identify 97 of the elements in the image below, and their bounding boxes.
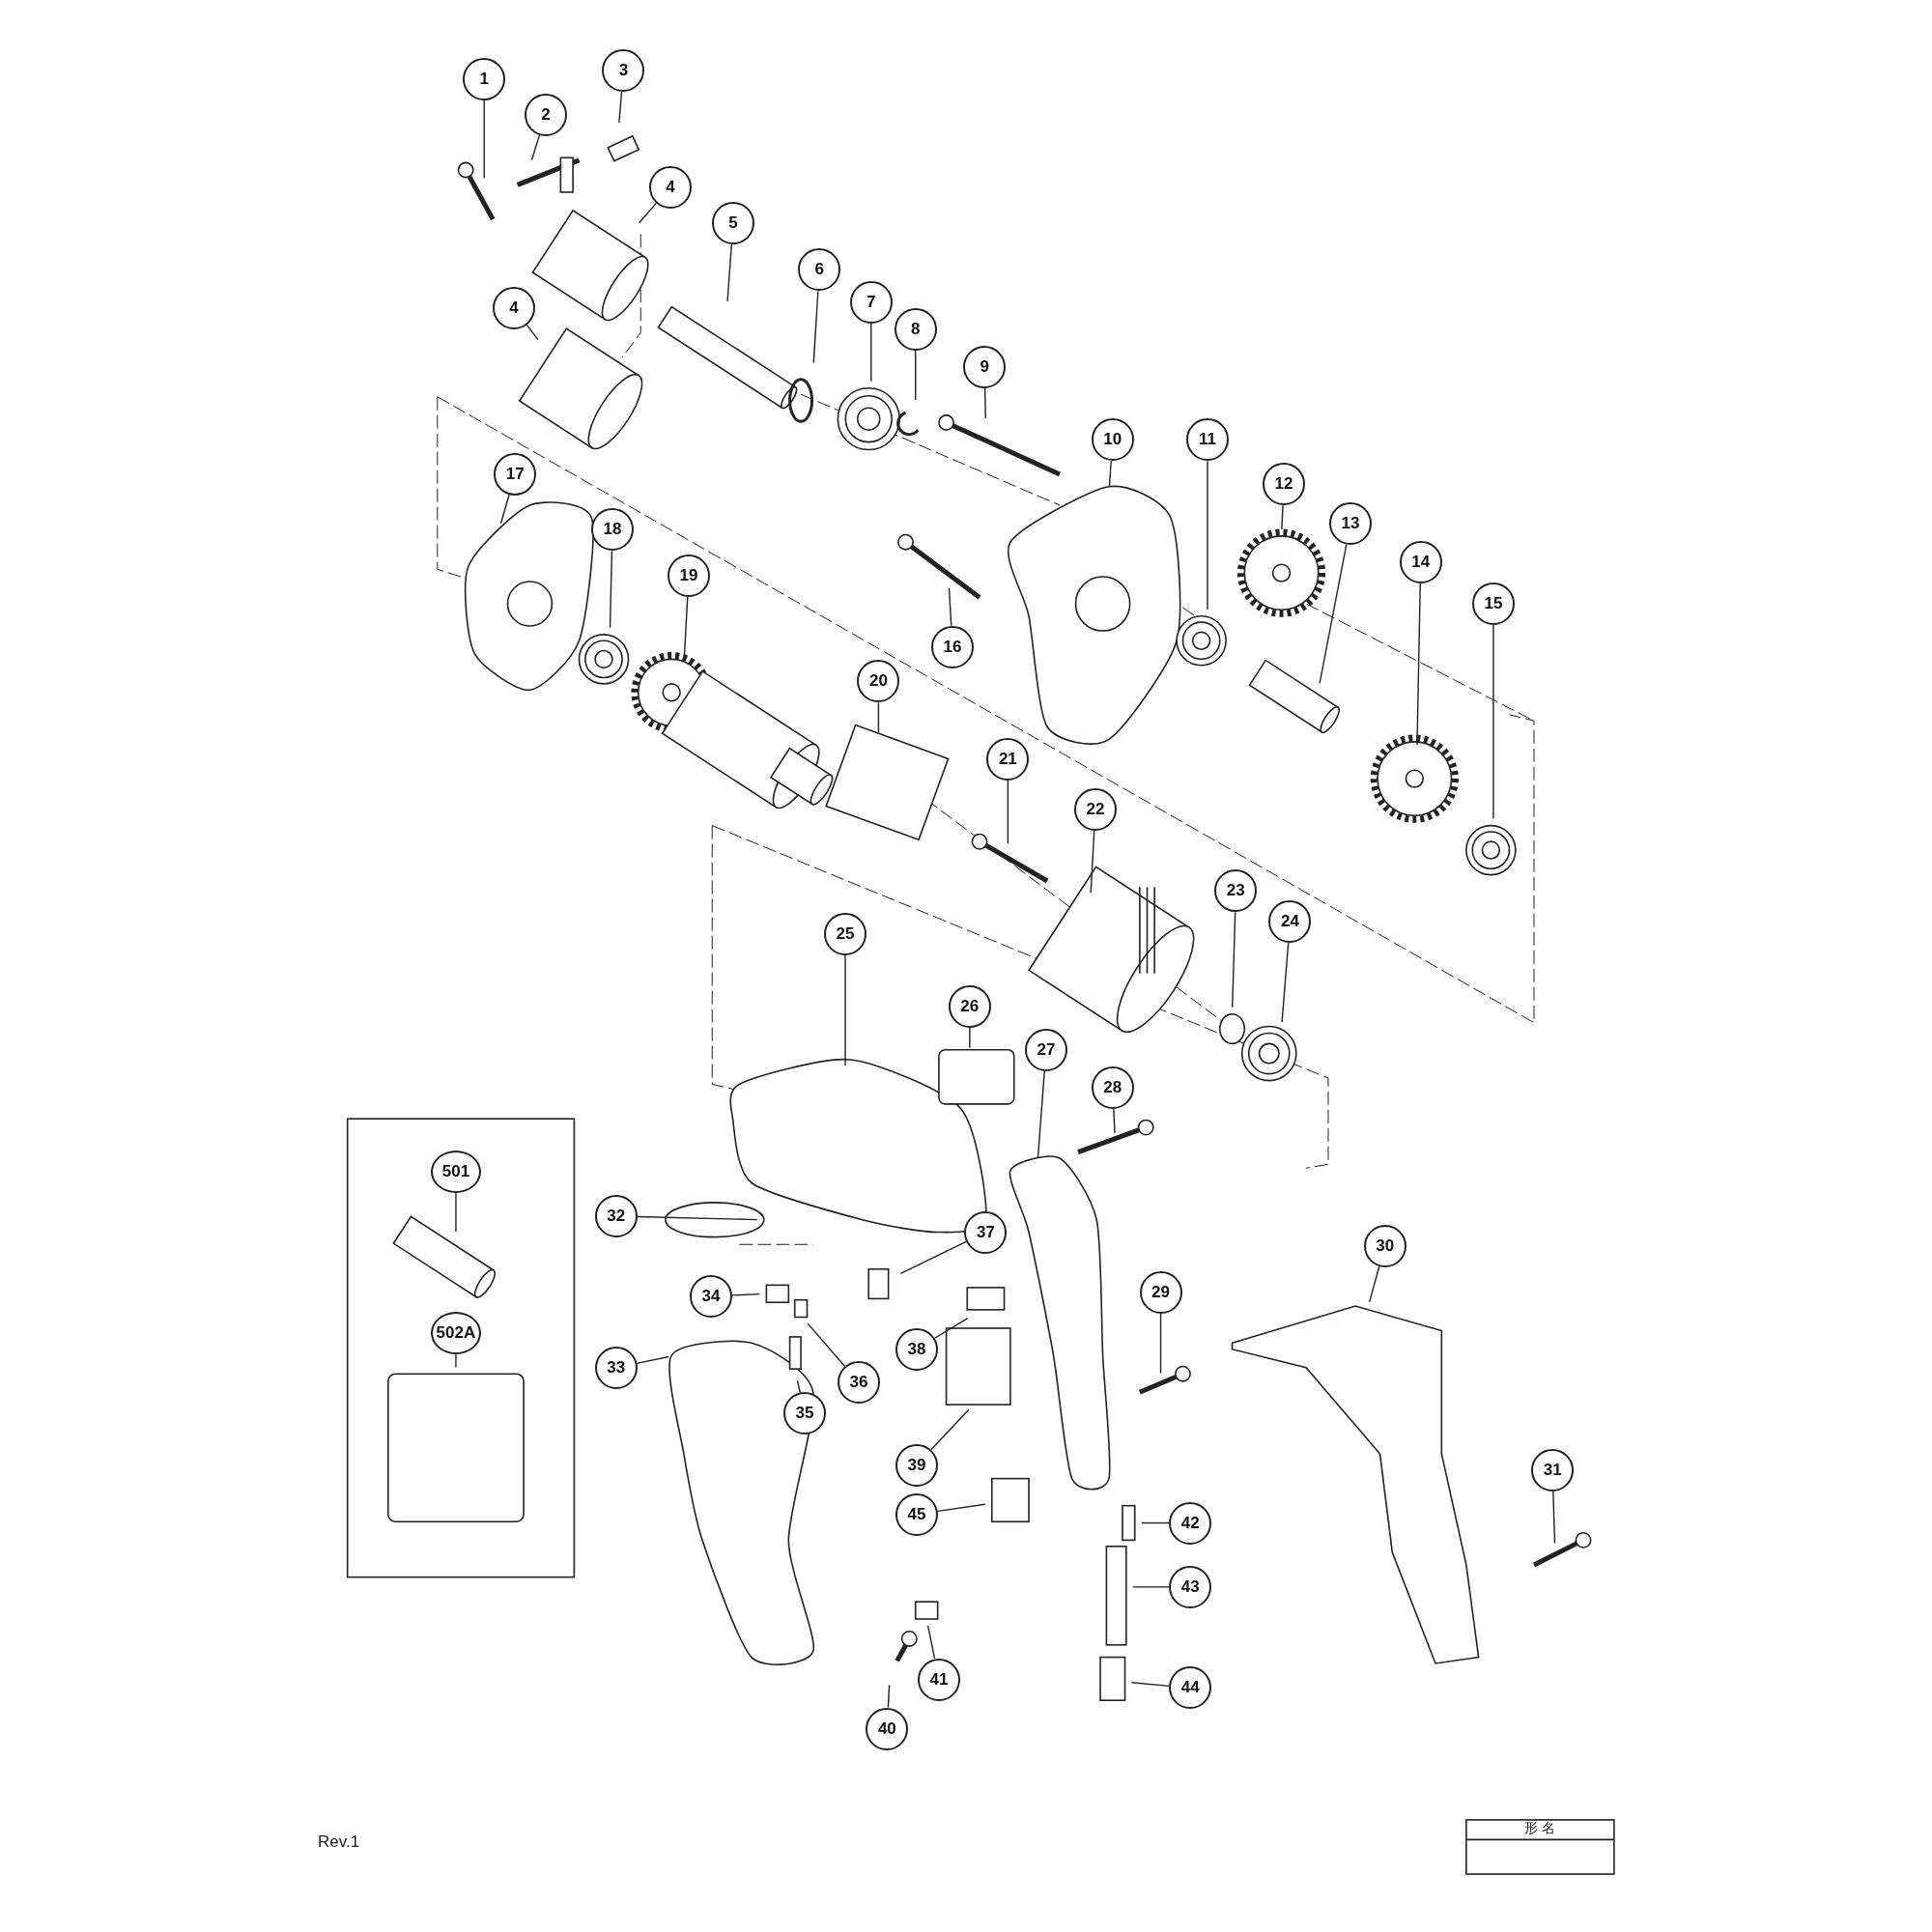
leader-line (937, 1503, 986, 1513)
leader-line (1141, 1521, 1170, 1524)
leader-line (636, 1355, 669, 1365)
callout-number: 34 (689, 1274, 732, 1318)
leader-line (638, 202, 658, 224)
callout-number: 1 (463, 57, 506, 100)
callout-number: 2 (525, 93, 568, 136)
callout-number: 33 (594, 1346, 638, 1389)
leader-line (1552, 1490, 1556, 1545)
leader-line (899, 1240, 968, 1275)
leader-line (1319, 544, 1348, 685)
leader-line (870, 322, 872, 383)
callout-number: 501 (430, 1151, 481, 1193)
callout-number: 502A (430, 1312, 481, 1355)
leader-line (637, 1215, 758, 1221)
leader-line (887, 1684, 891, 1709)
leader-line (1132, 1586, 1170, 1588)
callout-number: 36 (838, 1361, 880, 1405)
leader-line (609, 550, 613, 629)
leader-line (1281, 504, 1284, 530)
leader-line (726, 243, 733, 302)
callout-number: 43 (1169, 1565, 1212, 1608)
leader-line (526, 324, 539, 341)
leader-line (1130, 1682, 1170, 1688)
callout-number: 13 (1328, 502, 1372, 546)
leader-line (1492, 624, 1494, 820)
callout-number: 15 (1471, 582, 1515, 625)
callout-number: 17 (494, 453, 537, 497)
callout-number: 42 (1169, 1501, 1212, 1545)
leader-line (1090, 830, 1095, 894)
leader-line (915, 349, 917, 401)
title-block-heading: 形 名 (1524, 1820, 1556, 1838)
leader-line (455, 1192, 457, 1233)
callout-number: 6 (798, 248, 841, 292)
leader-line (1207, 460, 1208, 611)
leader-line (844, 954, 846, 1066)
callout-number: 10 (1091, 418, 1134, 462)
leader-line (455, 1353, 457, 1368)
callout-number: 5 (711, 201, 754, 244)
callout-number: 11 (1186, 418, 1229, 462)
callout-number: 25 (824, 912, 867, 955)
callout-number: 40 (866, 1707, 909, 1750)
callout-number: 44 (1169, 1666, 1212, 1710)
callout-number: 31 (1531, 1448, 1575, 1492)
callout-number: 38 (895, 1327, 938, 1371)
callout-number: 7 (849, 280, 893, 324)
leader-line (807, 1322, 846, 1368)
leader-line (812, 290, 819, 364)
callout-number: 37 (964, 1210, 1008, 1254)
leader-line (483, 99, 485, 180)
callout-number: 14 (1399, 540, 1442, 583)
leader-line (1416, 582, 1421, 746)
leader-line (1113, 1108, 1116, 1134)
callout-number: 22 (1073, 788, 1117, 831)
callout-number: 12 (1263, 463, 1306, 506)
callout-number: 32 (594, 1194, 638, 1237)
leader-line (683, 595, 689, 660)
callout-number: 18 (590, 508, 634, 552)
leader-line (934, 1317, 969, 1339)
leader-line (1037, 1069, 1045, 1159)
leader-line (1007, 780, 1009, 844)
callout-number: 30 (1363, 1224, 1406, 1267)
callout-number: 24 (1268, 900, 1312, 944)
leader-line (618, 90, 623, 124)
leader-line (930, 1408, 970, 1451)
callout-number: 20 (857, 660, 900, 703)
callout-number: 27 (1024, 1028, 1067, 1071)
leader-line (499, 494, 510, 525)
revision-note: Rev.1 (318, 1832, 360, 1852)
callout-number: 45 (895, 1492, 938, 1536)
callout-number: 39 (895, 1443, 938, 1487)
callout-number: 19 (668, 554, 710, 597)
callout-number: 4 (492, 286, 535, 329)
callout-number: 8 (894, 307, 937, 351)
leader-line (530, 133, 541, 161)
callout-number: 29 (1139, 1271, 1182, 1314)
leader-line (1281, 942, 1290, 1023)
callout-number: 21 (986, 737, 1030, 781)
leader-line (948, 587, 952, 627)
callout-number: 9 (963, 346, 1007, 389)
callout-number: 16 (930, 625, 974, 668)
callout-number: 4 (648, 165, 692, 209)
leader-line (796, 1379, 801, 1394)
callout-number: 28 (1091, 1066, 1134, 1110)
leader-line (983, 387, 986, 419)
leader-line (1108, 460, 1112, 487)
leader-line (877, 701, 880, 733)
leader-line (1232, 911, 1236, 1009)
leader-line (969, 1027, 971, 1049)
callout-number: 26 (948, 985, 991, 1029)
leader-line (1368, 1265, 1380, 1303)
leader-line (1159, 1313, 1162, 1375)
leader-line (926, 1625, 936, 1660)
leader-line (731, 1293, 761, 1296)
callout-number: 23 (1214, 869, 1258, 913)
callout-number: 3 (602, 48, 645, 92)
callout-number: 41 (917, 1658, 960, 1701)
